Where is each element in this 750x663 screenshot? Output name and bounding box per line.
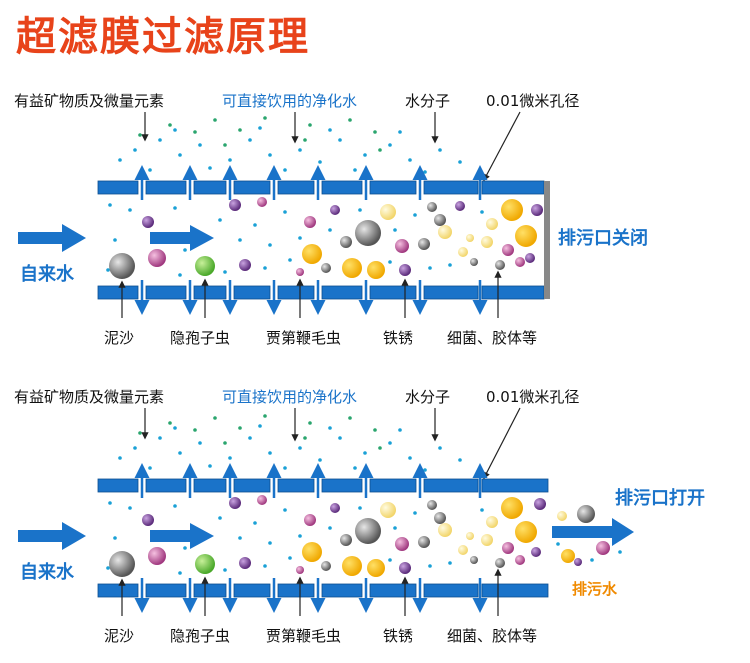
mineral-dots (138, 414, 382, 450)
permeate-arrows-up (134, 463, 488, 498)
flow-arrow (150, 225, 214, 251)
label-water-molecule: 水分子 (405, 388, 450, 406)
filtered-water-dots (118, 126, 462, 174)
label-bacteria: 细菌、胶体等 (447, 329, 537, 347)
bottom-pointers (118, 270, 502, 318)
mineral-dots (138, 116, 382, 152)
label-inlet: 自来水 (20, 561, 75, 583)
particles (109, 197, 543, 279)
top-pointers (141, 111, 521, 182)
page-title: 超滤膜过滤原理 (16, 14, 310, 60)
membrane-bottom (97, 285, 545, 300)
label-sediment: 泥沙 (104, 329, 134, 347)
inlet-arrow (18, 522, 86, 550)
permeate-arrows-down (134, 280, 488, 315)
label-cryptosporidium: 隐孢子虫 (170, 329, 230, 347)
particles (109, 495, 546, 577)
water-dots-inside (106, 203, 484, 277)
bottom-pointers (118, 568, 502, 616)
panel-open: 有益矿物质及微量元素 可直接饮用的净化水 水分子 0.01微米孔径 (14, 388, 705, 645)
label-pore-size: 0.01微米孔径 (486, 388, 579, 406)
flow-arrow (150, 523, 214, 549)
closed-outlet-wall (544, 181, 550, 299)
membrane-top (97, 478, 549, 493)
label-sediment: 泥沙 (104, 627, 134, 645)
label-giardia: 贾第鞭毛虫 (266, 329, 341, 347)
filtered-water-dots (118, 424, 462, 472)
permeate-arrows-up (134, 165, 488, 200)
permeate-arrows-down (134, 578, 488, 613)
label-inlet: 自来水 (20, 263, 75, 285)
label-rust: 铁锈 (383, 627, 413, 645)
water-dots-inside (106, 501, 484, 575)
label-outlet-open: 排污口打开 (615, 487, 705, 509)
label-minerals: 有益矿物质及微量元素 (14, 388, 164, 406)
inlet-arrow (18, 224, 86, 252)
label-outlet-closed: 排污口关闭 (558, 227, 648, 249)
label-pore-size: 0.01微米孔径 (486, 92, 579, 110)
top-pointers (141, 407, 521, 480)
label-rust: 铁锈 (383, 329, 413, 347)
label-bacteria: 细菌、胶体等 (447, 627, 537, 645)
label-cryptosporidium: 隐孢子虫 (170, 627, 230, 645)
drain-stream (552, 505, 634, 566)
label-drain-water: 排污水 (572, 580, 618, 598)
membrane-top (97, 180, 545, 195)
label-giardia: 贾第鞭毛虫 (266, 627, 341, 645)
label-pure-water: 可直接饮用的净化水 (222, 388, 357, 406)
label-minerals: 有益矿物质及微量元素 (14, 92, 164, 110)
label-water-molecule: 水分子 (405, 92, 450, 110)
panel-closed: 有益矿物质及微量元素 可直接饮用的净化水 水分子 0.01微米孔径 (14, 92, 648, 347)
label-pure-water: 可直接饮用的净化水 (222, 92, 357, 110)
